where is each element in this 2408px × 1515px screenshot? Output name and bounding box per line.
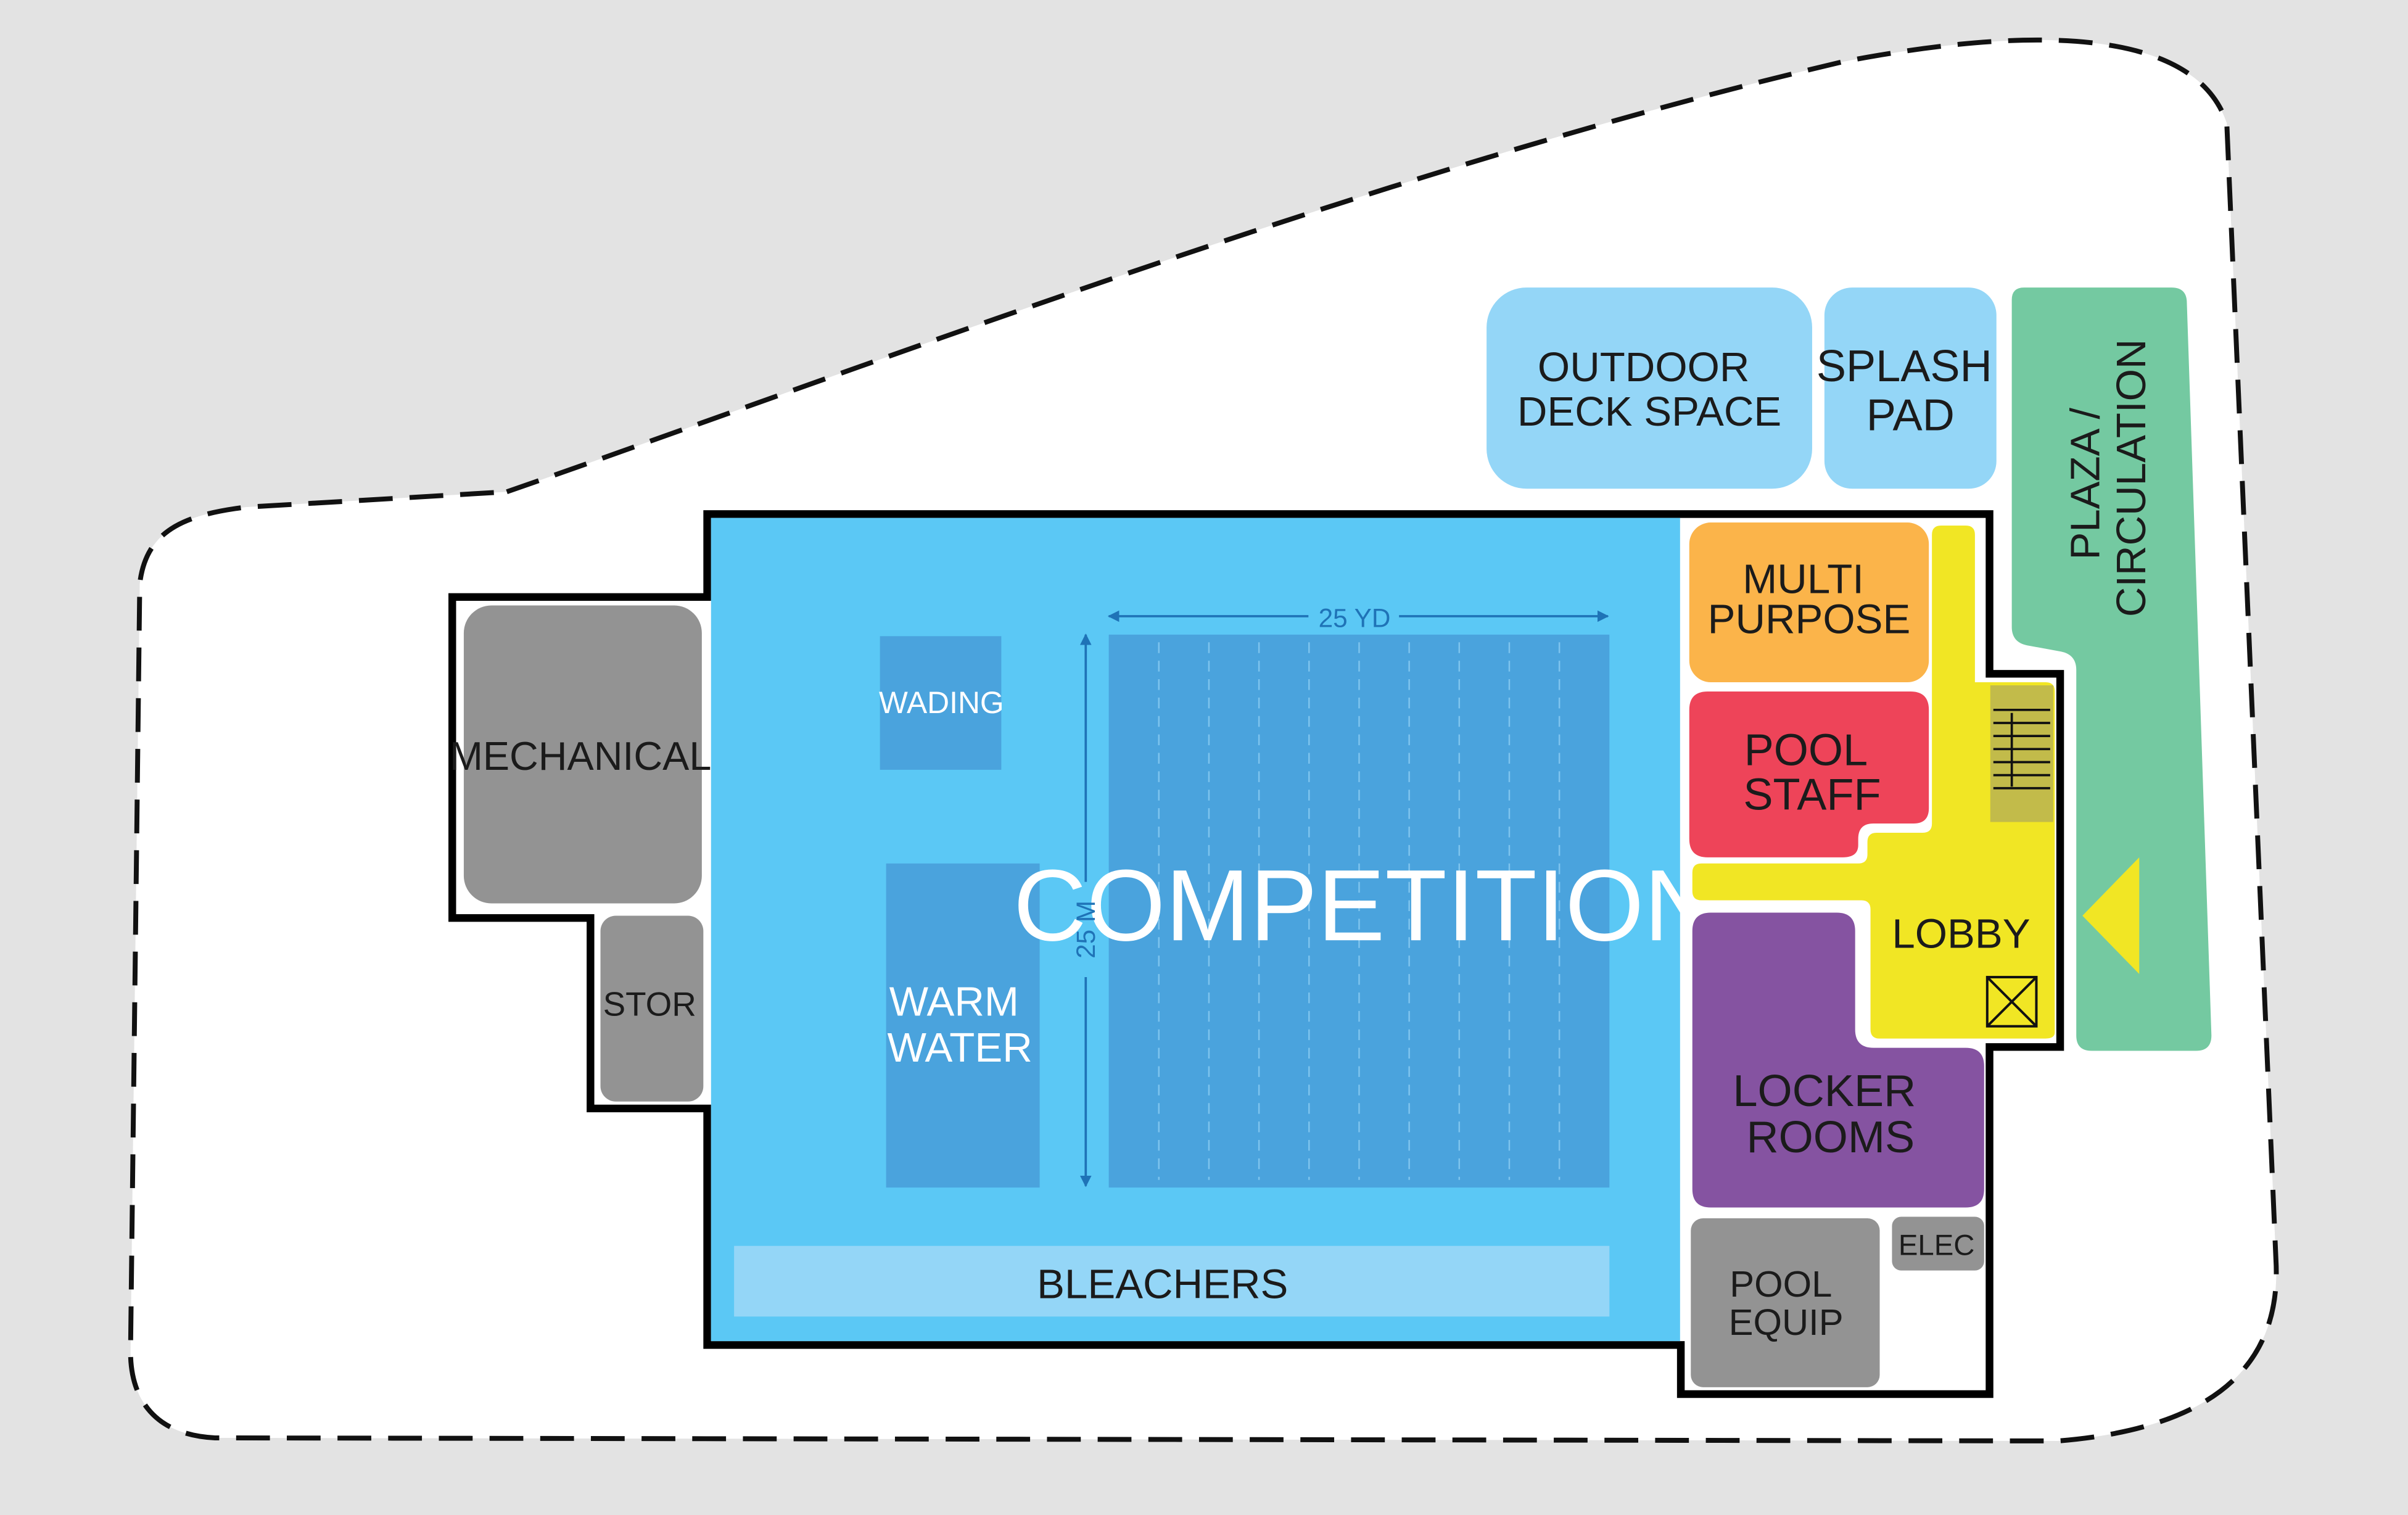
lobby-label: LOBBY <box>1892 911 2030 957</box>
electrical-room <box>1892 1216 1984 1271</box>
bleachers <box>734 1245 1610 1317</box>
locker-rooms-label-line-1: LOCKER <box>1733 1067 1916 1116</box>
outdoor-deck-space <box>1486 287 1812 489</box>
stair-area <box>1990 685 2053 822</box>
length-dimension-label: 25 M <box>1071 901 1100 959</box>
splash-pad-label: SPLASH PAD <box>1816 342 2005 440</box>
pool-equipment-label-line-1: POOL <box>1730 1263 1832 1305</box>
plaza-label-line-2: CIRCULATION <box>2108 339 2154 617</box>
splash-pad <box>1824 287 1997 489</box>
pool-equipment-room <box>1691 1218 1880 1387</box>
elevator-cross-2 <box>1986 976 2037 1028</box>
storage-label: STOR <box>603 985 696 1023</box>
wading-pool <box>880 636 1002 770</box>
elevator-box <box>1985 976 2038 1028</box>
multi-purpose-label-line-2: PURPOSE <box>1708 596 1911 642</box>
warm-water-label-line-2: WATER <box>888 1025 1033 1071</box>
pool-equipment-label-line-2: EQUIP <box>1729 1302 1844 1343</box>
outdoor-deck-label: OUTDOOR DECK SPACE <box>1517 344 1781 435</box>
entrance-arrow-icon <box>2082 857 2140 975</box>
pool-staff-room <box>1689 691 1929 857</box>
pool-staff-label-line-1: POOL <box>1744 725 1868 775</box>
bleachers-label: BLEACHERS <box>1037 1261 1288 1307</box>
pool-staff-label: POOL STAFF <box>1743 725 1881 819</box>
competition-lane-lines <box>1158 642 1561 1180</box>
locker-rooms-label: LOCKER ROOMS <box>1733 1067 1928 1162</box>
pool-equipment-label: POOL EQUIP <box>1729 1263 1844 1343</box>
competition-label: COMPETITION <box>1013 848 1717 962</box>
wading-label: WADING <box>879 685 1004 720</box>
splash-pad-label-line-2: PAD <box>1866 391 1955 440</box>
locker-rooms-label-line-2: ROOMS <box>1746 1113 1915 1162</box>
storage-room <box>600 915 704 1102</box>
stair-treads <box>1993 708 2050 790</box>
multi-purpose-label-line-1: MULTI <box>1742 556 1864 603</box>
outdoor-deck-label-line-1: OUTDOOR <box>1538 344 1750 390</box>
plaza-circulation <box>2011 287 2212 1051</box>
multi-purpose-label: MULTI PURPOSE <box>1708 556 1911 643</box>
plaza-label-line-1: PLAZA / <box>2063 408 2109 560</box>
multi-purpose-room <box>1689 522 1929 682</box>
plaza-label: PLAZA / CIRCULATION <box>2063 339 2155 617</box>
width-dimension-label: 25 YD <box>1319 603 1391 632</box>
locker-rooms <box>1692 912 1984 1208</box>
warm-water-pool <box>886 863 1040 1188</box>
lobby <box>1692 526 2055 1039</box>
elevator-icon <box>1985 976 2038 1028</box>
electrical-label: ELEC <box>1899 1229 1975 1262</box>
outdoor-deck-label-line-2: DECK SPACE <box>1517 389 1781 435</box>
warm-water-label: WARM WATER <box>888 978 1033 1071</box>
warm-water-label-line-1: WARM <box>889 978 1019 1025</box>
splash-pad-label-line-1: SPLASH <box>1816 342 1992 391</box>
mechanical-room <box>463 605 702 904</box>
stair-icon <box>1990 685 2053 822</box>
mechanical-label: MECHANICAL <box>450 733 711 778</box>
pool-staff-label-line-2: STAFF <box>1743 770 1881 820</box>
